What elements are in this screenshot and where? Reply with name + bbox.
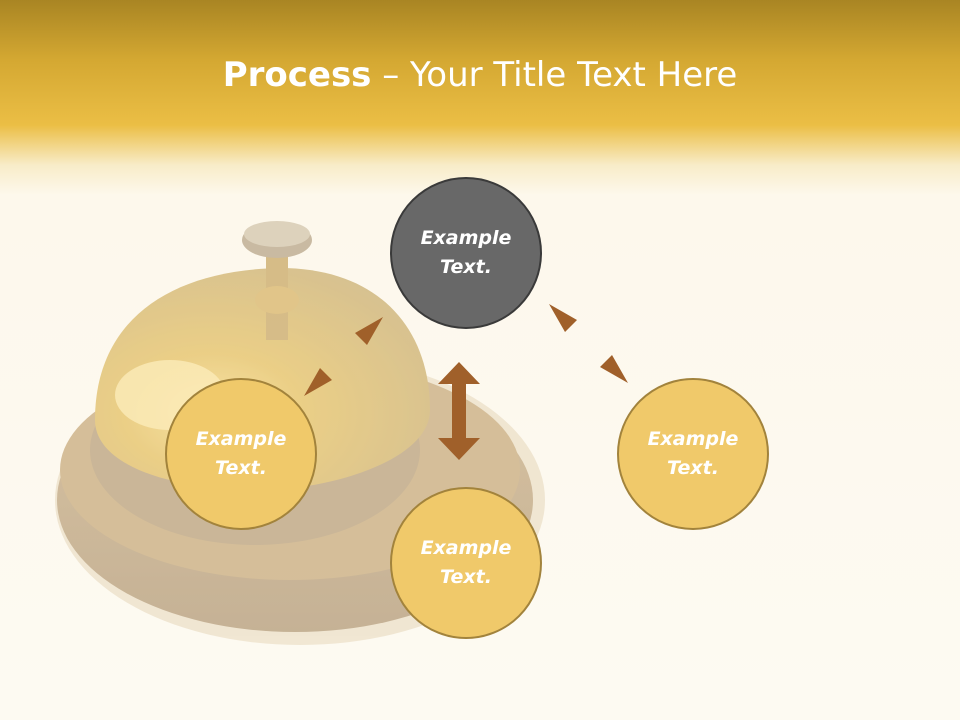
node-left-line1: Example [195,428,287,450]
double-arrow-vertical [438,362,480,460]
node-right-line1: Example [647,428,739,450]
node-top-line1: Example [420,227,512,249]
double-arrow-left [304,317,383,396]
node-left-line2: Text. [215,457,267,479]
node-right-line2: Text. [667,457,719,479]
title-bold: Process [222,55,372,95]
node-bottom-line2: Text. [440,566,492,588]
node-top-line2: Text. [440,256,492,278]
slide-title: Process – Your Title Text Here [0,50,960,100]
double-arrow-right [549,304,628,383]
bell-plunger-top [244,221,310,247]
bell-stem-ring [255,286,299,314]
node-bottom-line1: Example [420,537,512,559]
title-rest: – Your Title Text Here [371,55,738,95]
